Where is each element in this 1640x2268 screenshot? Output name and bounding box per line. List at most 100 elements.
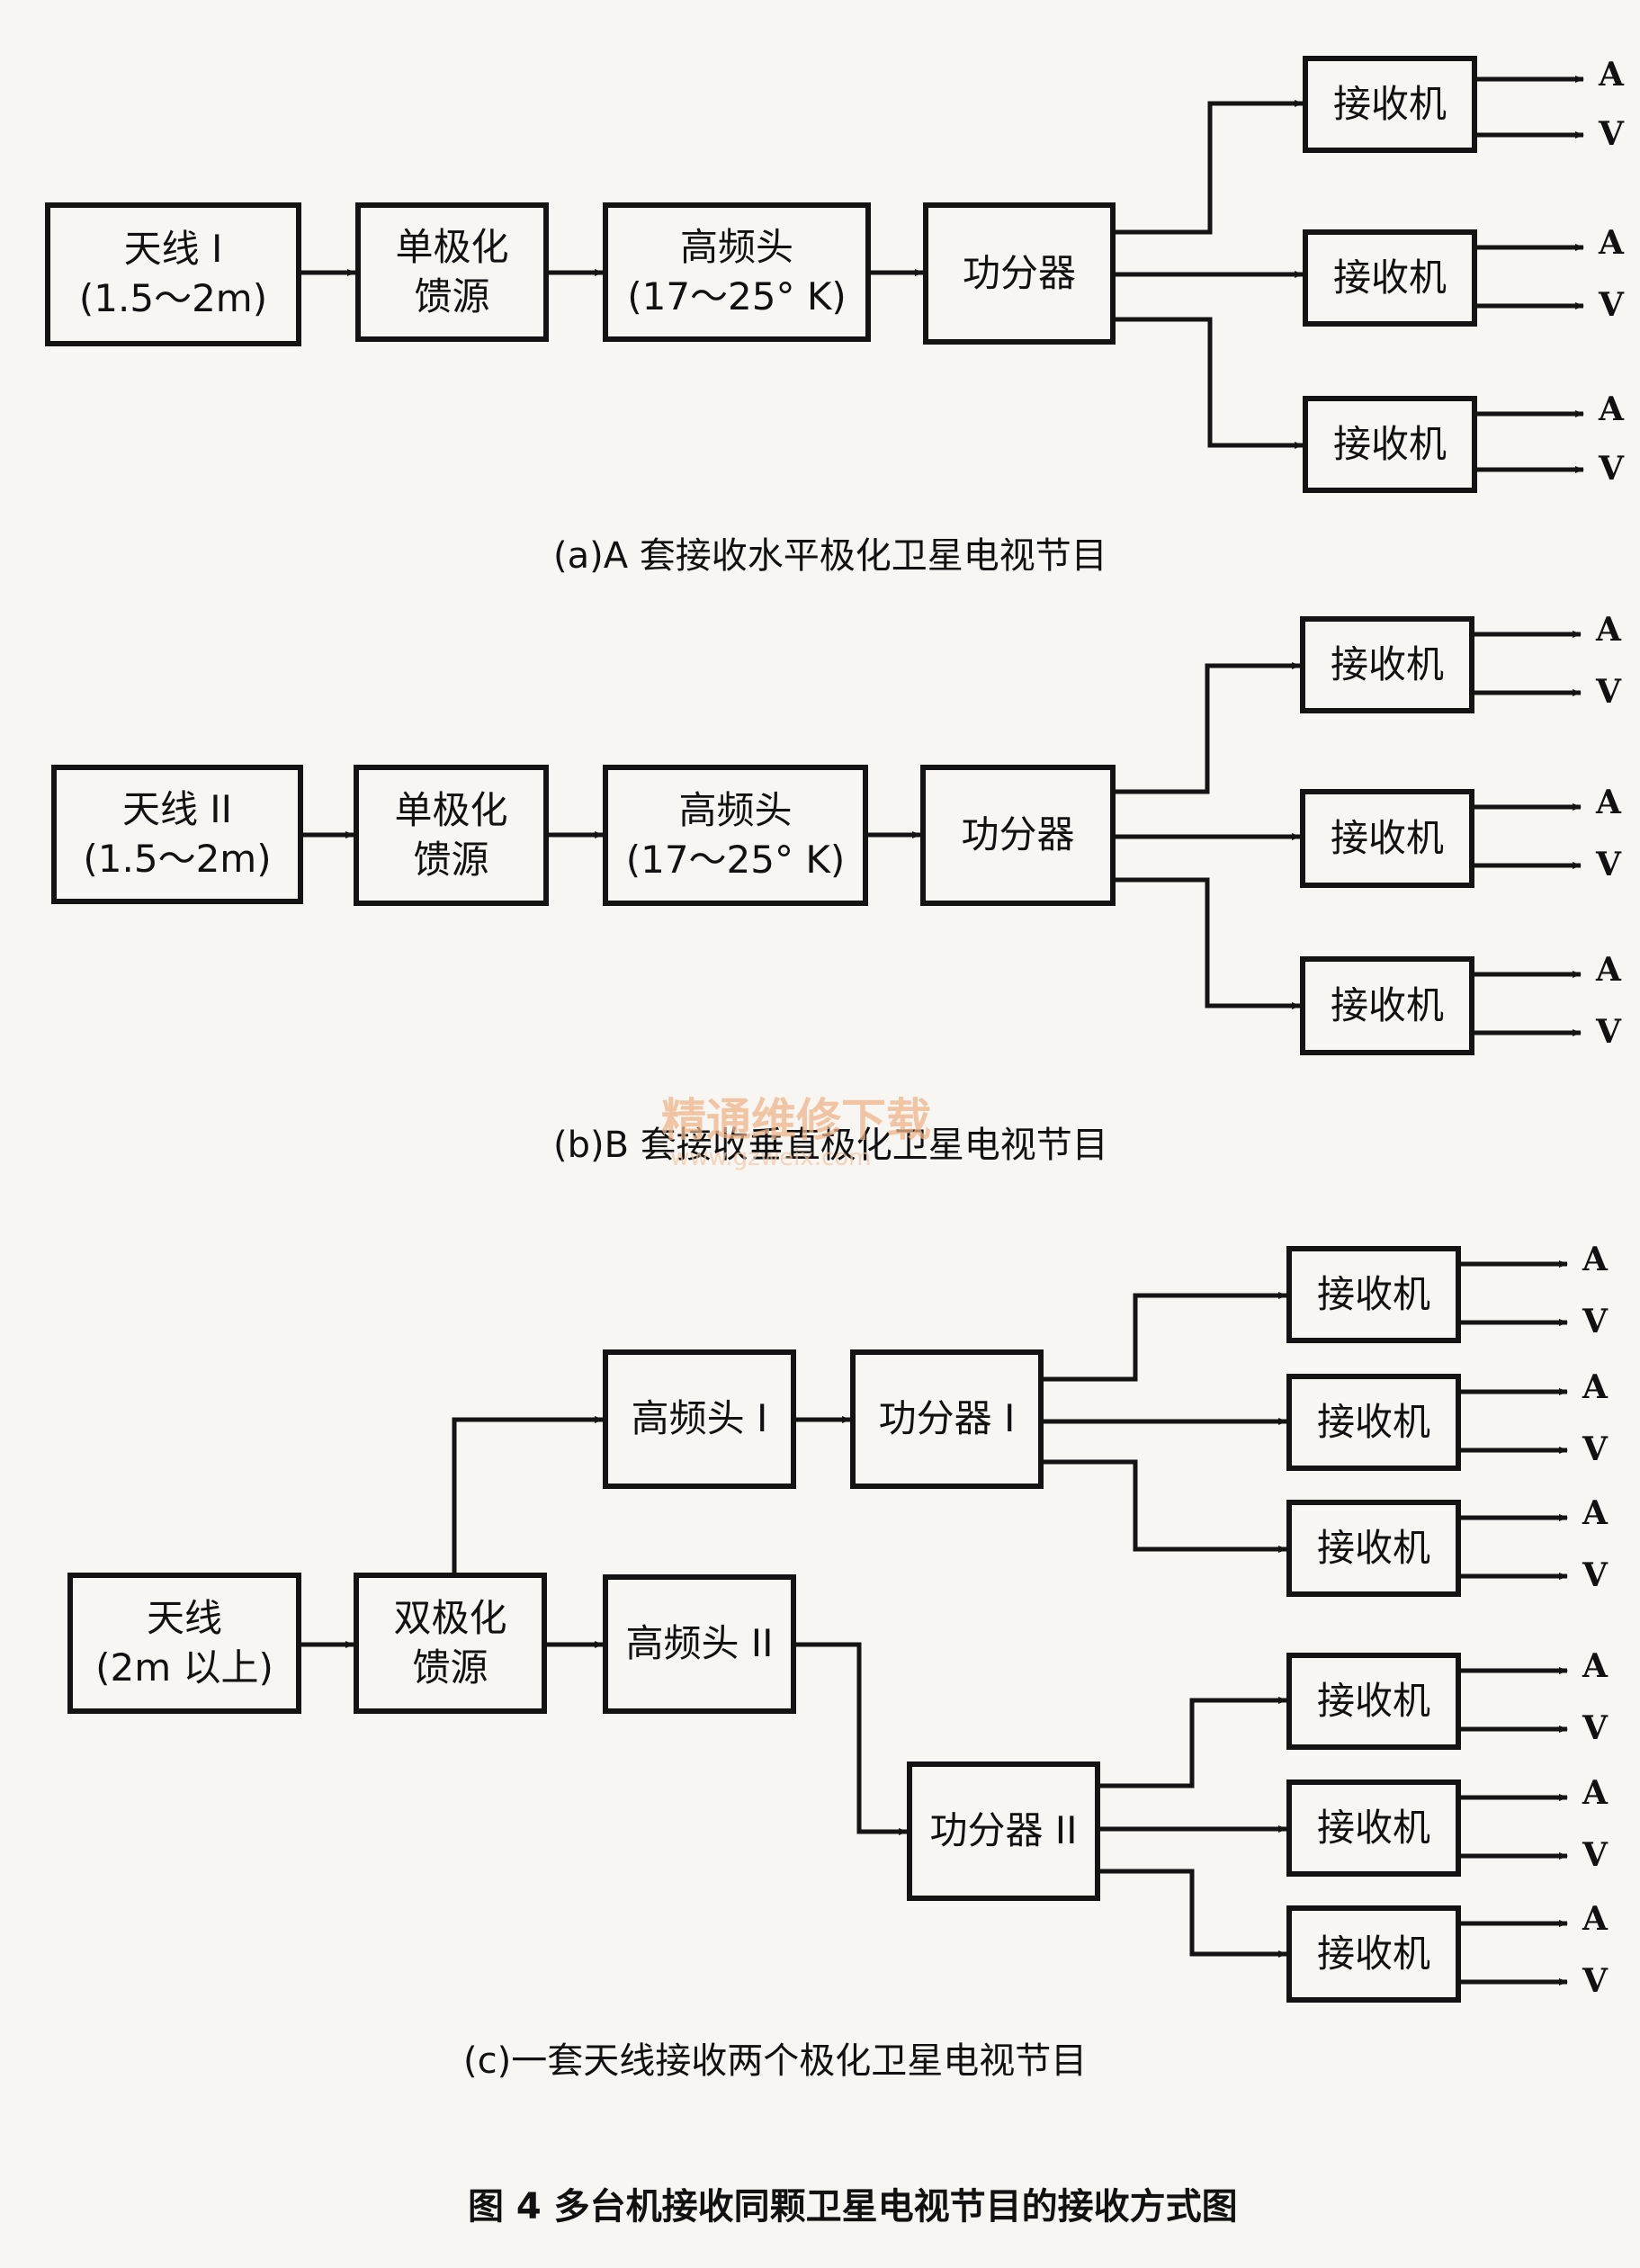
lnb-b-box: 高频头 (17～25° K) [603,765,868,906]
audio-out-label: A [1582,1494,1608,1532]
lnb-b-box-label-1: 高频头 [678,787,793,832]
receiver-c4-box: 接收机 [1286,1653,1461,1750]
video-out-label: V [1582,1430,1608,1468]
caption-panel-c: (c)一套天线接收两个极化卫星电视节目 [463,2040,1088,2082]
caption-panel-a: (a)A 套接收水平极化卫星电视节目 [553,535,1107,577]
connector-line-17 [1044,1292,1287,1382]
receiver-c3-box: 接收机 [1286,1500,1461,1597]
receiver-b1-box-label-1: 接收机 [1330,641,1444,686]
caption-panel-b: (b)B 套接收垂直极化卫星电视节目 [553,1125,1108,1166]
splitter-b-box: 功分器 [920,765,1116,906]
audio-out-label: A [1582,1368,1608,1406]
audio-out-label: A [1596,951,1621,989]
receiver-b2-box: 接收机 [1300,789,1474,888]
antenna-2-box-label-1: 天线 II [121,786,233,831]
audio-out-label: A [1596,611,1621,649]
receiver-c1-box-label-1: 接收机 [1316,1271,1430,1316]
receiver-c1-box: 接收机 [1286,1246,1461,1343]
lnb-c1-box: 高频头 I [603,1349,796,1489]
connector-line-5 [1116,317,1304,449]
feed-single-a-box: 单极化馈源 [355,202,549,342]
lnb-c2-box-label-1: 高频头 II [625,1621,774,1666]
receiver-a2-box: 接收机 [1303,229,1477,327]
connector-line-3 [1116,100,1304,235]
video-out-label: V [1596,846,1621,883]
audio-out-label: A [1582,1647,1608,1685]
audio-out-label: A [1582,1774,1608,1812]
figure-title: 图 4 多台机接收同颗卫星电视节目的接收方式图 [468,2186,1238,2228]
splitter-c2-box: 功分器 II [907,1762,1100,1901]
receiver-a1-box: 接收机 [1303,56,1477,153]
antenna-2-box: 天线 II (1.5～2m) [51,765,303,904]
lnb-c2-box: 高频头 II [603,1574,796,1714]
splitter-c1-box: 功分器 I [850,1349,1044,1489]
receiver-c6-box-label-1: 接收机 [1316,1931,1430,1976]
video-out-label: V [1582,1962,1608,2000]
receiver-c6-box: 接收机 [1286,1905,1461,2003]
feed-single-b-box-label-2: 馈源 [413,837,489,882]
connector-line-22 [1100,1869,1287,1958]
feed-single-a-box-label-2: 馈源 [414,273,490,318]
connector-line-11 [1116,877,1301,1009]
video-out-label: V [1599,286,1624,324]
audio-out-label: A [1596,784,1621,821]
connector-line-20 [1100,1697,1287,1788]
lnb-a-box-label-1: 高频头 [679,224,793,269]
receiver-a2-box-label-1: 接收机 [1332,255,1447,300]
audio-out-label: A [1582,1241,1608,1278]
video-out-label: V [1582,1556,1608,1594]
video-out-label: V [1582,1709,1608,1747]
video-out-label: V [1599,115,1624,153]
lnb-b-box-label-2: (17～25° K) [625,837,846,882]
receiver-b2-box-label-1: 接收机 [1330,815,1444,860]
receiver-a3-box: 接收机 [1303,396,1477,493]
audio-out-label: A [1599,224,1624,262]
receiver-a1-box-label-1: 接收机 [1332,81,1447,126]
video-out-label: V [1596,1013,1621,1051]
antenna-c-box-label-1: 天线 [146,1595,222,1640]
antenna-2-box-label-2: (1.5～2m) [83,836,272,881]
splitter-c2-box-label-1: 功分器 II [929,1808,1078,1853]
feed-single-b-box: 单极化馈源 [354,765,549,906]
receiver-c5-box-label-1: 接收机 [1316,1805,1430,1850]
lnb-a-box: 高频头(17～25° K) [603,202,871,342]
feed-dual-box: 双极化馈源 [354,1573,547,1714]
audio-out-label: A [1599,390,1624,428]
video-out-label: V [1596,673,1621,711]
antenna-c-box: 天线 (2m 以上) [67,1573,301,1714]
receiver-b3-box: 接收机 [1300,956,1474,1055]
antenna-1-box-label-2: (1.5～2m) [78,276,268,320]
receiver-c3-box-label-1: 接收机 [1316,1525,1430,1570]
receiver-a3-box-label-1: 接收机 [1332,421,1447,466]
receiver-c5-box: 接收机 [1286,1779,1461,1877]
feed-dual-box-label-2: 馈源 [412,1645,488,1690]
lnb-c1-box-label-1: 高频头 I [631,1396,768,1441]
splitter-c1-box-label-1: 功分器 I [878,1396,1016,1441]
receiver-c2-box-label-1: 接收机 [1316,1399,1430,1444]
antenna-1-box: 天线 I(1.5～2m) [45,202,301,346]
connector-line-9 [1116,662,1301,794]
watermark-text: 精通维修下载 [661,1094,931,1146]
splitter-a-box-label-1: 功分器 [962,250,1076,295]
video-out-label: V [1582,1836,1608,1874]
antenna-c-box-label-2: (2m 以上) [95,1645,273,1690]
antenna-1-box-label-1: 天线 I [123,227,223,272]
splitter-b-box-label-1: 功分器 [961,812,1075,857]
watermark-url: www.gzweix.com [670,1144,872,1171]
receiver-c4-box-label-1: 接收机 [1316,1678,1430,1723]
feed-single-b-box-label-1: 单极化 [394,787,508,832]
receiver-b3-box-label-1: 接收机 [1330,982,1444,1027]
video-out-label: V [1599,450,1624,488]
connector-line-13 [452,1416,604,1573]
connector-line-19 [1044,1459,1287,1553]
feed-single-a-box-label-1: 单极化 [395,224,509,269]
splitter-a-box: 功分器 [923,202,1116,345]
receiver-b1-box: 接收机 [1300,616,1474,713]
feed-dual-box-label-1: 双极化 [393,1595,507,1640]
video-out-label: V [1582,1303,1608,1340]
audio-out-label: A [1599,56,1624,94]
audio-out-label: A [1582,1900,1608,1938]
lnb-a-box-label-2: (17～25° K) [627,273,847,318]
receiver-c2-box: 接收机 [1286,1374,1461,1471]
